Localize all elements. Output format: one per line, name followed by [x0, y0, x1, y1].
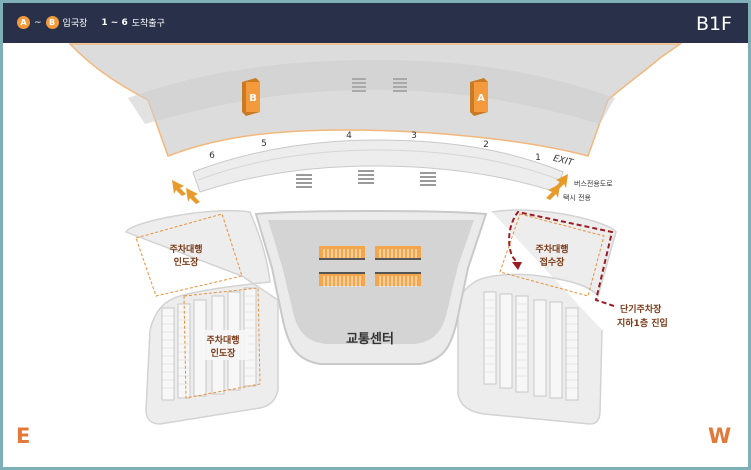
- valet-dropoff-bottom-line1: 주차대행: [206, 334, 239, 346]
- exit-number: 5: [261, 139, 267, 149]
- legend-tilde: ~: [34, 17, 42, 28]
- crosswalks: [296, 170, 436, 188]
- gate-b-label: B: [249, 93, 257, 104]
- taxi-only-label: 택시 전용: [563, 193, 592, 202]
- valet-dropoff-top-line1: 주차대행: [169, 243, 202, 255]
- compass-west: W: [708, 424, 731, 448]
- exit-number: 2: [483, 140, 489, 150]
- gate-a-badge: A: [17, 16, 30, 29]
- valet-reception-zone: [499, 213, 605, 297]
- legend-range: 1 ~ 6: [101, 17, 128, 28]
- route-arrow-head: [512, 262, 522, 270]
- valet-dropoff-bottom-zone: [183, 287, 261, 399]
- bus-only-road-label: 버스전용도로: [574, 179, 613, 188]
- short-term-parking-route: [508, 210, 615, 307]
- gate-b-badge: B: [45, 16, 59, 29]
- transport-center-label: 교통센터: [346, 331, 394, 347]
- legend: A ~ B 입국장 1 ~ 6 도착출구: [17, 16, 165, 29]
- gate-b-marker: B: [242, 78, 260, 116]
- legend-departure: 입국장: [62, 19, 88, 29]
- terminal-inner: [128, 60, 615, 124]
- stairs-icon: [352, 78, 407, 92]
- short-term-parking-line1: 단기주차장: [620, 303, 662, 315]
- compass-east: E: [16, 424, 30, 448]
- left-direction-arrows: [172, 180, 200, 204]
- header-bar: A ~ B 입국장 1 ~ 6 도착출구 B1F: [3, 3, 748, 43]
- gate-a-marker: A: [470, 78, 488, 116]
- floor-label: B1F: [695, 13, 732, 35]
- valet-dropoff-bottom-line2: 인도장: [211, 347, 237, 359]
- exit-numbers: 6 5 4 3 2 1: [209, 131, 541, 163]
- platforms: [319, 246, 421, 286]
- exit-number: 1: [535, 153, 541, 163]
- exit-number: 3: [411, 131, 417, 141]
- right-direction-arrows: [546, 174, 568, 200]
- exit-number: 4: [346, 131, 352, 141]
- arrival-road: [192, 139, 564, 193]
- valet-dropoff-top-line2: 인도장: [174, 256, 200, 268]
- valet-reception-line2: 접수장: [540, 256, 566, 268]
- exit-number: 6: [209, 151, 215, 161]
- valet-reception-line1: 주차대행: [535, 243, 568, 255]
- exit-label: EXIT: [552, 154, 575, 169]
- gate-a-label: A: [477, 93, 485, 104]
- legend-arrival-exit: 도착출구: [131, 19, 165, 29]
- right-parking-rows: [483, 291, 579, 401]
- short-term-parking-line2: 지하1층 진입: [617, 317, 668, 329]
